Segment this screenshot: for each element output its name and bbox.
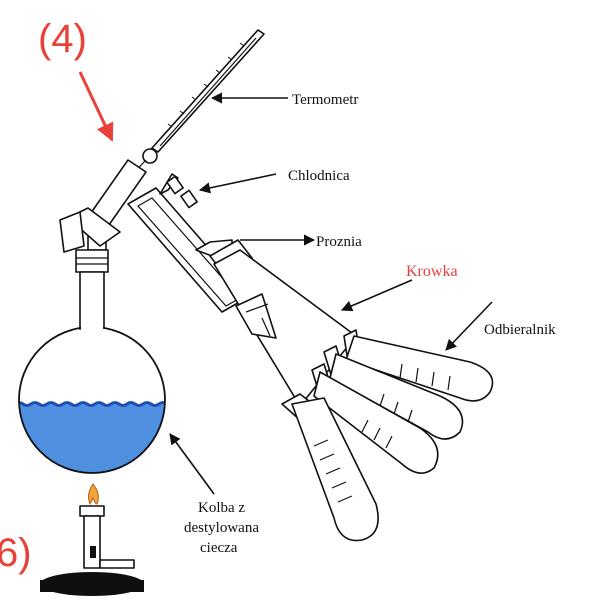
label-kolba-line3: ciecza [200,540,238,556]
label-prozn: Proznia [316,234,362,250]
label-chlodnica: Chlodnica [288,168,350,184]
step-label-top: (4) [38,17,87,61]
krowka-arrow [342,280,412,310]
label-krowka: Krowka [406,263,458,280]
label-kolba-line1: Kolba z [198,500,245,516]
round-bottom-flask [15,250,175,484]
label-odbieralnik: Odbieralnik [484,322,556,338]
step-pointer-arrow [80,72,112,140]
label-kolba-line2: destylowana [184,520,259,536]
chlodnica-arrow [200,174,276,190]
label-termometr: Termometr [292,92,358,108]
step-label-bottom: 6) [0,531,32,575]
kolba-arrow [170,434,214,494]
bunsen-burner [40,484,144,596]
